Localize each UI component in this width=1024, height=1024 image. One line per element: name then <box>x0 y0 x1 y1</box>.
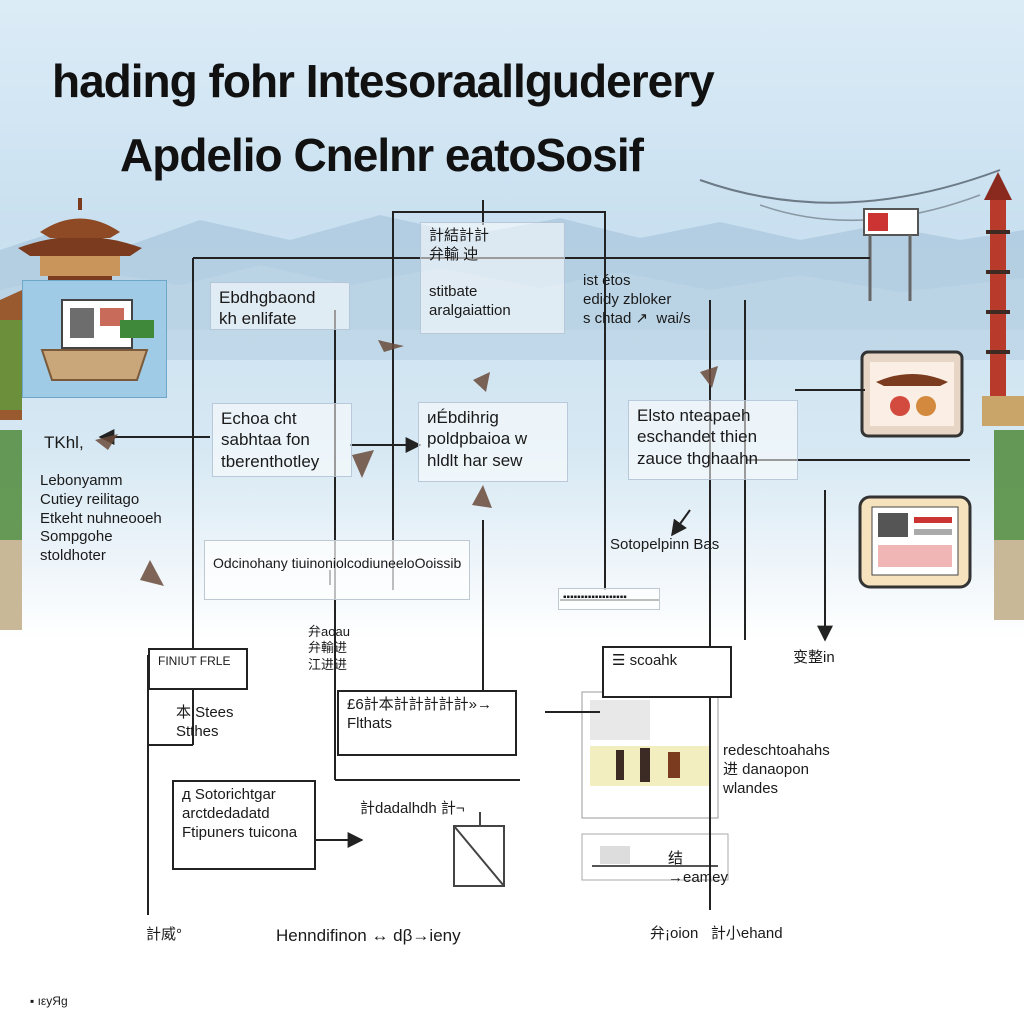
node-left-side-label: TKhl, <box>44 433 84 452</box>
thumbnail-boat-scene <box>22 280 167 398</box>
low-right-top-box: ☰ scoahk <box>602 646 732 698</box>
bamboo-right <box>994 430 1024 620</box>
node-center-top: 計結計計 弁輸 迚 stitbate aralgaiattion <box>420 222 565 334</box>
low-left-header: FINIUT FRLE <box>148 648 248 690</box>
tower-right <box>982 172 1024 426</box>
corner-note: ▪ ıεyЯg <box>30 994 68 1008</box>
process-bar: Odcinohany tiuinoniolcodiuneeloOoissib <box>204 540 470 600</box>
node-left-side: Lebonyamm Cutiey reilitago Etkeht nuhneo… <box>40 472 162 564</box>
node-left-mid: Echoa cht sabhtaa fon tberenthotley <box>212 403 352 477</box>
thumbnail-people-scene <box>581 691 719 819</box>
thumbnail-device <box>858 495 972 589</box>
low-left-box: 本 Stees Stthes <box>176 704 234 740</box>
low-center-box: £6計本計計計計計»→ Flthats <box>337 690 517 756</box>
bamboo-left <box>0 430 22 630</box>
footer-center-label: Henndifinon ↔ dβ→ieny <box>276 926 461 945</box>
thumbnail-stand <box>863 208 919 301</box>
pagoda-left <box>18 198 142 282</box>
diagram-title: hading fohr Intesoraallguderery <box>52 55 715 107</box>
node-right-mid: Elsto nteapaeh eschandet thien zauce thg… <box>628 400 798 480</box>
small-progress-bar: ▪▪▪▪▪▪▪▪▪▪▪▪▪▪▪▪▪▪ <box>558 588 660 610</box>
footer-right-label: 弁¡oion 計小ehand <box>650 925 783 942</box>
thumbnail-house-screen <box>860 350 964 438</box>
pagoda-small-left <box>0 290 22 420</box>
thumbnail-desk <box>581 833 729 881</box>
bottom-left-box: д Sotorichtgar arctdedadatd Ftipuners tu… <box>172 780 316 870</box>
desk-label: 结 →eamey <box>668 850 729 886</box>
diagram-subtitle: Apdelio Cnelnr eatoSosif <box>120 129 644 181</box>
far-right-label: 变整in <box>793 649 835 666</box>
right-list: redeschtoahahs 进 danaopon wlandes <box>723 742 830 797</box>
footer-left-label: 計威° <box>146 926 182 943</box>
thumbnail-sketch <box>453 812 505 887</box>
right-caption: Sotopelpinn Bas <box>610 536 720 553</box>
node-right-top: ist étos edidy zbloker s chtad ↗ wai/s <box>583 272 691 327</box>
node-left-top: Ebdhgbaond kh enlifate <box>210 282 350 330</box>
mini-label-stack: 弁aoau 弁輸进 江进进 <box>308 624 350 672</box>
node-center-mid: иÉbdihrig poldpbaioa w hldlt har sew <box>418 402 568 482</box>
bottom-center-label: 計dadalhdh 計¬ <box>360 800 465 817</box>
